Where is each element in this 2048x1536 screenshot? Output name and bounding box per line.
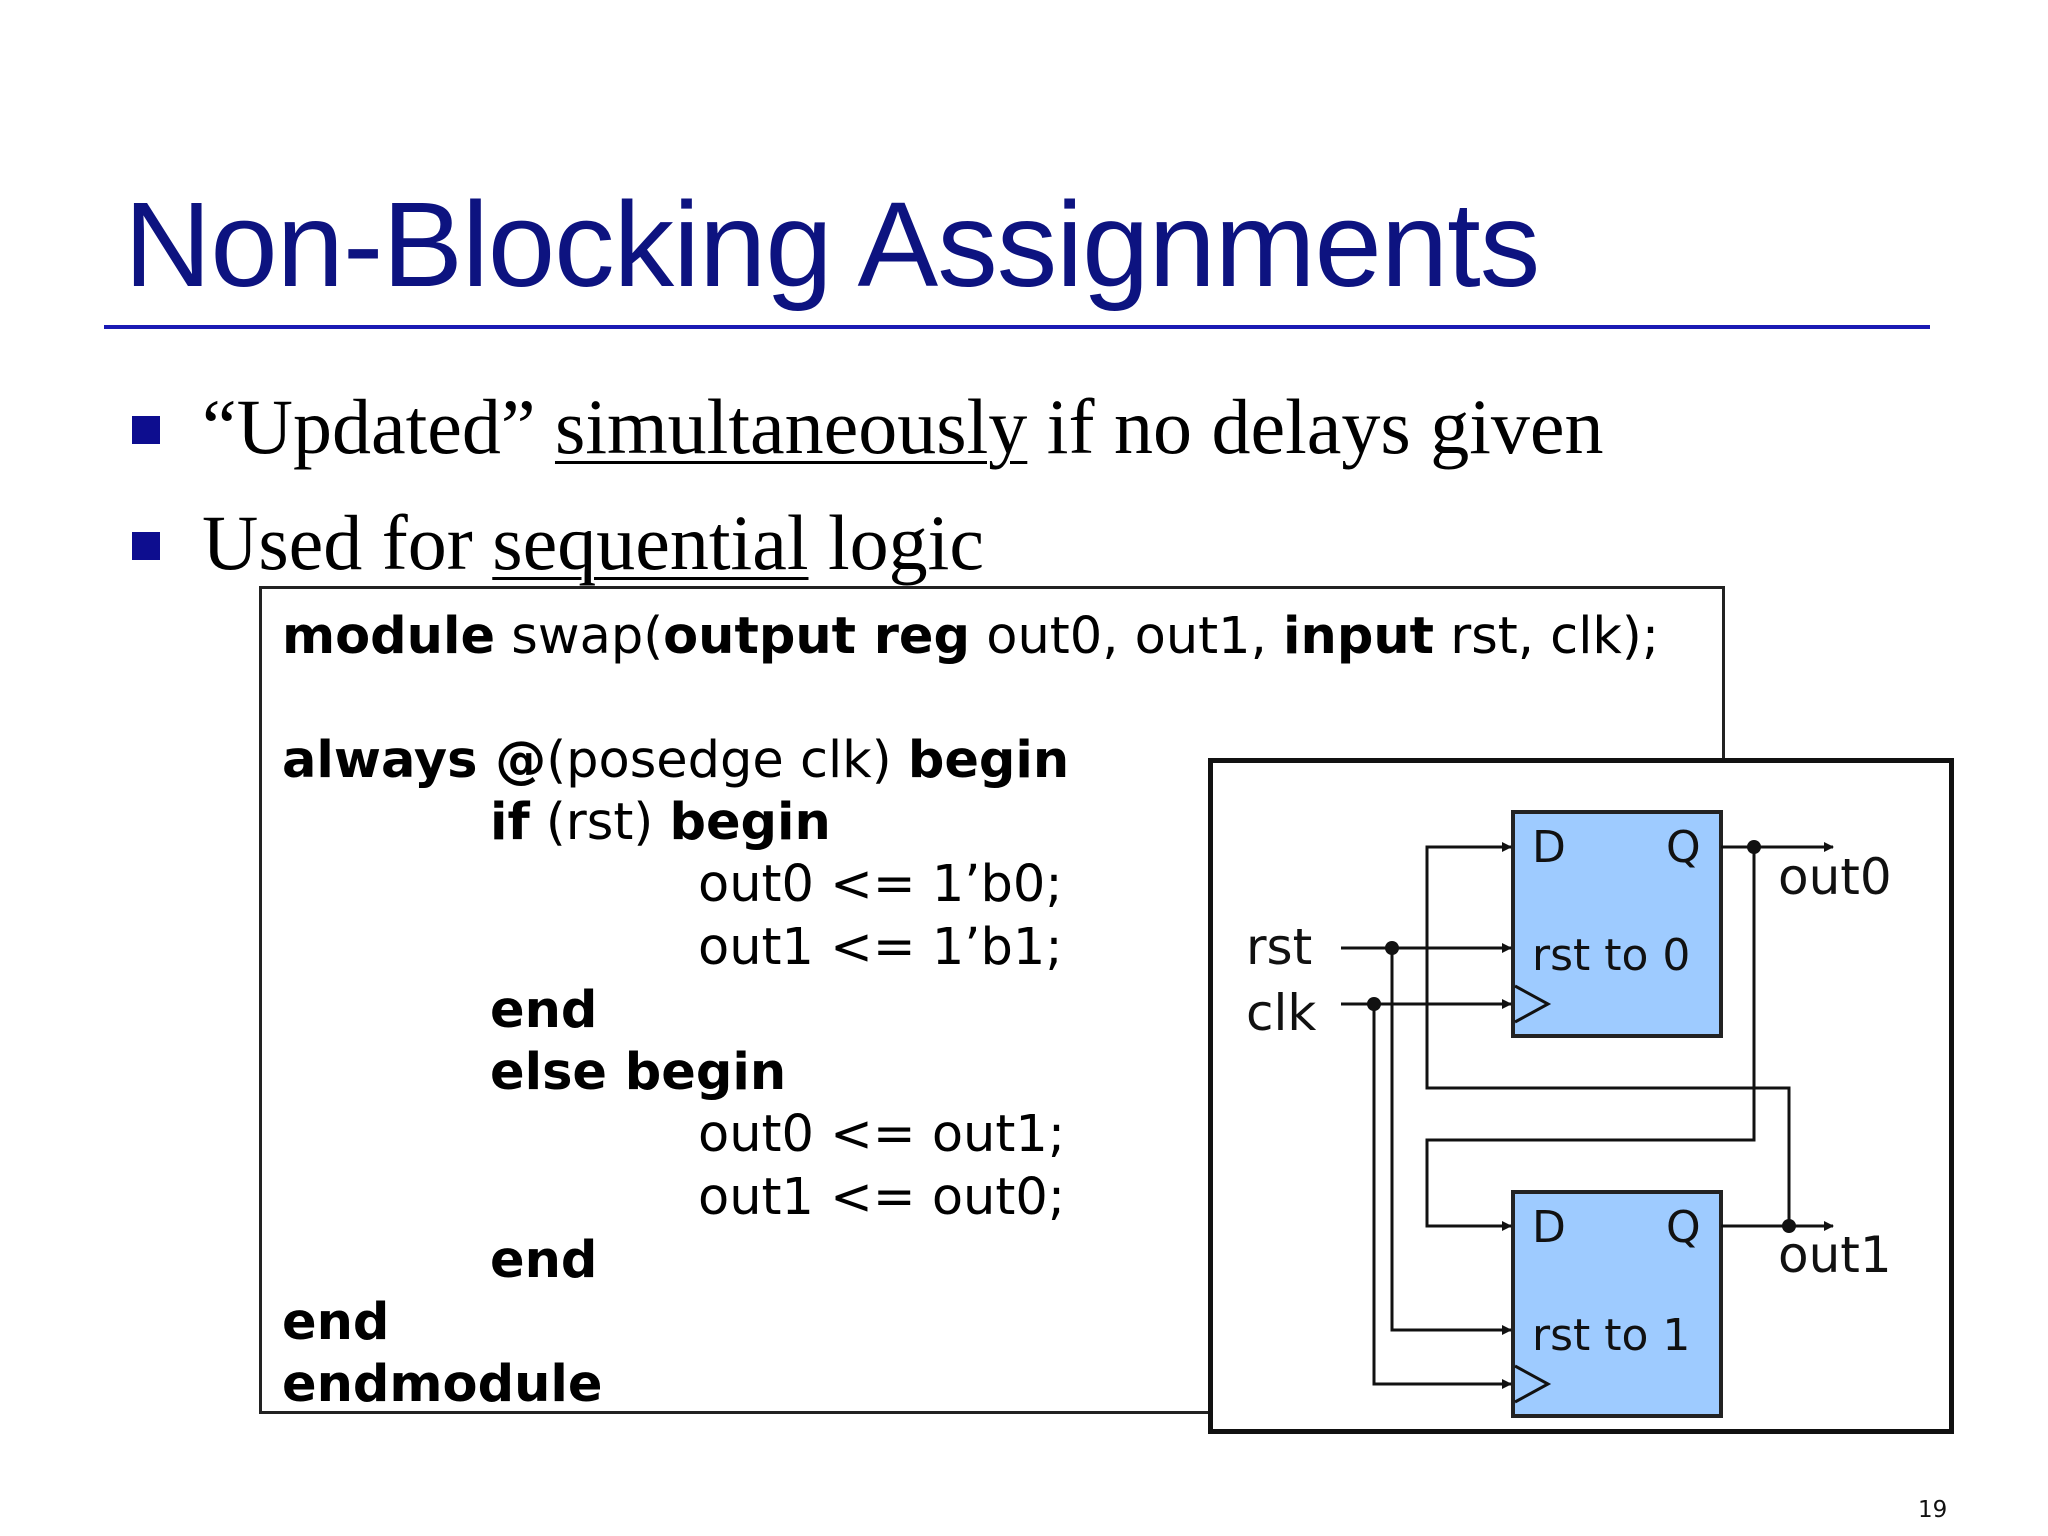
out1-output-label: out1	[1778, 1226, 1892, 1284]
code-line-out1-swap: out1 <= out0;	[698, 1168, 1066, 1227]
code-line-always: always @(posedge clk) begin	[282, 731, 1070, 790]
rst-junction-dot	[1385, 941, 1399, 955]
bullet-square-icon	[132, 532, 160, 560]
slide-title: Non-Blocking Assignments	[124, 176, 1540, 312]
code-line-end-always: end	[282, 1293, 390, 1352]
code-line-if: if (rst) begin	[490, 793, 831, 852]
ff-bottom-q-label: Q	[1666, 1202, 1701, 1253]
underlined-word: sequential	[492, 499, 809, 586]
title-divider	[104, 325, 1930, 329]
code-line-out0-reset: out0 <= 1’b0;	[698, 855, 1063, 914]
q-top-to-d-bottom-wire	[1425, 847, 1756, 1231]
flip-flop-top	[1511, 810, 1723, 1038]
code-line-out0-swap: out0 <= out1;	[698, 1105, 1066, 1164]
code-line-else: else begin	[490, 1043, 787, 1102]
ff-top-q-label: Q	[1666, 822, 1701, 873]
code-line-out1-reset: out1 <= 1’b1;	[698, 918, 1063, 977]
code-line-endmodule: endmodule	[282, 1355, 603, 1414]
ff-top-d-label: D	[1532, 822, 1566, 873]
code-line-end-else: end	[490, 1231, 598, 1290]
ff-bottom-rst-label: rst to 1	[1532, 1310, 1690, 1361]
out0-output-label: out0	[1778, 848, 1892, 906]
clock-triangle-icon	[1514, 984, 1552, 1024]
ff-bottom-d-label: D	[1532, 1202, 1566, 1253]
code-line-module: module swap(output reg out0, out1, input…	[282, 607, 1660, 666]
clk-junction-dot	[1367, 997, 1381, 1011]
q-bottom-to-d-top-wire	[1425, 842, 1791, 1226]
flip-flop-bottom	[1511, 1190, 1723, 1418]
clock-triangle-icon	[1514, 1364, 1552, 1404]
code-line-end-if: end	[490, 981, 598, 1040]
ff-top-rst-label: rst to 0	[1532, 930, 1690, 981]
rst-input-label: rst	[1246, 918, 1312, 976]
page-number: 19	[1918, 1497, 1948, 1523]
rst-wire-bottom	[1390, 948, 1512, 1335]
out0-junction-dot	[1747, 840, 1761, 854]
underlined-word: simultaneously	[554, 383, 1028, 470]
clk-input-label: clk	[1246, 984, 1316, 1042]
bullet-text: “Updated” simultaneously if no delays gi…	[202, 383, 1604, 470]
clk-wire-bottom	[1372, 1004, 1512, 1389]
bullet-square-icon	[132, 416, 160, 444]
bullet-text: Used for sequential logic	[202, 499, 984, 586]
out1-junction-dot	[1782, 1219, 1796, 1233]
